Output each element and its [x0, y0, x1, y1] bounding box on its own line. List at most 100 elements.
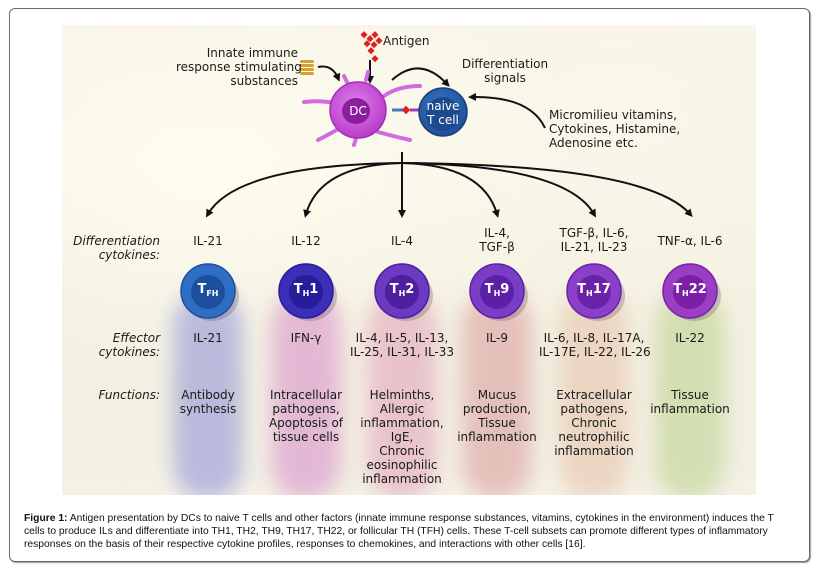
- micromilieu-line: Micromilieu vitamins,: [549, 108, 677, 122]
- cell-label-th2: TH2: [375, 283, 429, 301]
- branch-arrow-th9: [401, 162, 500, 218]
- differentiation-cytokines-th2: IL-4: [352, 234, 452, 248]
- cell-label-sub: H: [586, 289, 593, 298]
- differentiation-cytokines-th9: IL-4,TGF-β: [447, 226, 547, 254]
- cell-label-main: T: [673, 282, 683, 297]
- micromilieu-line: Adenosine etc.: [549, 136, 638, 150]
- caption-line: cells to produce ILs and differentiate i…: [24, 526, 768, 537]
- functions-th2-line: eosinophilic: [366, 458, 438, 472]
- differentiation-cytokines-th1: IL-12: [256, 234, 356, 248]
- functions-th17-line: neutrophilic: [558, 430, 630, 444]
- micromilieu-label: Micromilieu vitamins, Cytokines, Histami…: [549, 108, 680, 150]
- differentiation-cytokines-th2-line: IL-4: [391, 234, 413, 248]
- functions-th2-line: Allergic: [379, 402, 425, 416]
- nucleus-tfh: [191, 275, 225, 309]
- nucleus-th1: [289, 275, 323, 309]
- differentiation-cytokines-th9-line: TGF-β: [479, 240, 515, 254]
- cell-label-main: T: [577, 282, 587, 297]
- differentiation-cytokines-th17-line: TGF-β, IL-6,: [559, 226, 629, 240]
- functions-th2-line: Chronic: [379, 444, 425, 458]
- column-glow: [173, 290, 243, 495]
- antigen-icon: [360, 31, 383, 63]
- branch-arrow-th22: [401, 162, 693, 217]
- dc-label: DC: [349, 104, 367, 118]
- functions-th17-line: inflammation: [554, 444, 634, 458]
- cell-label-main: T: [293, 282, 303, 297]
- cell-label-suffix: 2: [405, 282, 415, 297]
- functions-th1-line: tissue cells: [272, 430, 340, 444]
- caption-line: responses on the basis of their respecti…: [24, 539, 586, 550]
- nucleus-th9: [480, 275, 514, 309]
- micromilieu-line: Cytokines, Histamine,: [549, 122, 681, 136]
- row-header-line: cytokines:: [98, 345, 160, 359]
- effector-cytokines-th2: IL-4, IL-5, IL-13,IL-25, IL-31, IL-33: [347, 331, 457, 359]
- functions-th17-line: pathogens,: [560, 402, 628, 416]
- column-glow: [462, 290, 532, 495]
- cell-label-sub: H: [682, 289, 689, 298]
- nucleus-th17: [577, 275, 611, 309]
- cell-label-suffix: 17: [592, 282, 611, 297]
- branch-arrow-th1: [303, 162, 403, 218]
- functions-th1-line: Intracellular: [269, 388, 342, 402]
- functions-th17-line: Extracellular: [556, 388, 632, 402]
- row-header-effector: Effector cytokines:: [50, 331, 160, 359]
- row-header-line: Differentiation: [73, 234, 160, 248]
- effector-cytokines-th1: IFN-γ: [251, 331, 361, 345]
- cell-label-suffix: 1: [309, 282, 319, 297]
- innate-arrow: [317, 65, 341, 82]
- column-glow: [559, 290, 629, 495]
- innate-label-line: substances: [230, 74, 298, 88]
- innate-label: Innate immune response stimulating subst…: [176, 46, 302, 88]
- cell-label-th1: TH1: [279, 283, 333, 301]
- micromilieu-arrow: [468, 92, 546, 129]
- cell-label-suffix: 22: [688, 282, 707, 297]
- effector-cytokines-th9-line: IL-9: [486, 331, 508, 345]
- effector-cytokines-th17-line: IL-17E, IL-22, IL-26: [539, 345, 651, 359]
- innate-label-line: Innate immune: [206, 46, 298, 60]
- naive-label-line: T cell: [427, 113, 459, 127]
- functions-th1-line: Apoptosis of: [268, 416, 344, 430]
- differentiation-cytokines-th22-line: TNF-α, IL-6: [657, 234, 723, 248]
- differentiation-cytokines-th17-line: IL-21, IL-23: [560, 240, 628, 254]
- row-header-line: cytokines:: [98, 248, 160, 262]
- dc-nucleus: [342, 98, 370, 124]
- nucleus-th22: [673, 275, 707, 309]
- cell-label-sub: H: [302, 289, 310, 298]
- functions-th9-line: inflammation: [457, 430, 537, 444]
- branch-arrow-tfh: [205, 162, 403, 218]
- nucleus-th2: [385, 275, 419, 309]
- innate-substance-icon: [300, 60, 314, 75]
- functions-th22-line: inflammation: [650, 402, 730, 416]
- effector-cytokines-th22-line: IL-22: [675, 331, 705, 345]
- functions-th9-line: production,: [462, 402, 532, 416]
- antigen-label: Antigen: [383, 34, 430, 48]
- innate-label-line: response stimulating: [176, 60, 302, 74]
- differentiation-cytokines-th17: TGF-β, IL-6,IL-21, IL-23: [544, 226, 644, 254]
- functions-th9-line: Mucus: [477, 388, 517, 402]
- diagram-panel: [62, 25, 756, 495]
- cell-label-main: T: [484, 282, 494, 297]
- functions-th17-line: Chronic: [571, 416, 617, 430]
- cell-label-sub: H: [493, 289, 501, 298]
- cell-label-th22: TH22: [663, 283, 717, 301]
- cell-label-tfh: TFH: [181, 283, 235, 301]
- differentiation-cytokines-th22: TNF-α, IL-6: [640, 234, 740, 248]
- differentiation-cytokines-th9-line: IL-4,: [484, 226, 510, 240]
- branch-arrow-th17: [401, 162, 597, 218]
- column-glow: [271, 290, 341, 495]
- differentiation-cytokines-tfh-line: IL-21: [193, 234, 223, 248]
- effector-cytokines-th17: IL-6, IL-8, IL-17A,IL-17E, IL-22, IL-26: [539, 331, 651, 359]
- effector-cytokines-th22: IL-22: [635, 331, 745, 345]
- cell-label-main: T: [389, 282, 399, 297]
- cell-label-suffix: 9: [500, 282, 510, 297]
- cell-label-main: T: [197, 282, 207, 297]
- column-glow: [367, 290, 437, 495]
- column-glow: [655, 290, 725, 495]
- row-header-functions: Functions:: [98, 388, 160, 402]
- functions-th22-line: Tissue: [671, 388, 709, 402]
- differentiation-cytokines-th1-line: IL-12: [291, 234, 321, 248]
- naive-label-line: naive: [426, 99, 460, 113]
